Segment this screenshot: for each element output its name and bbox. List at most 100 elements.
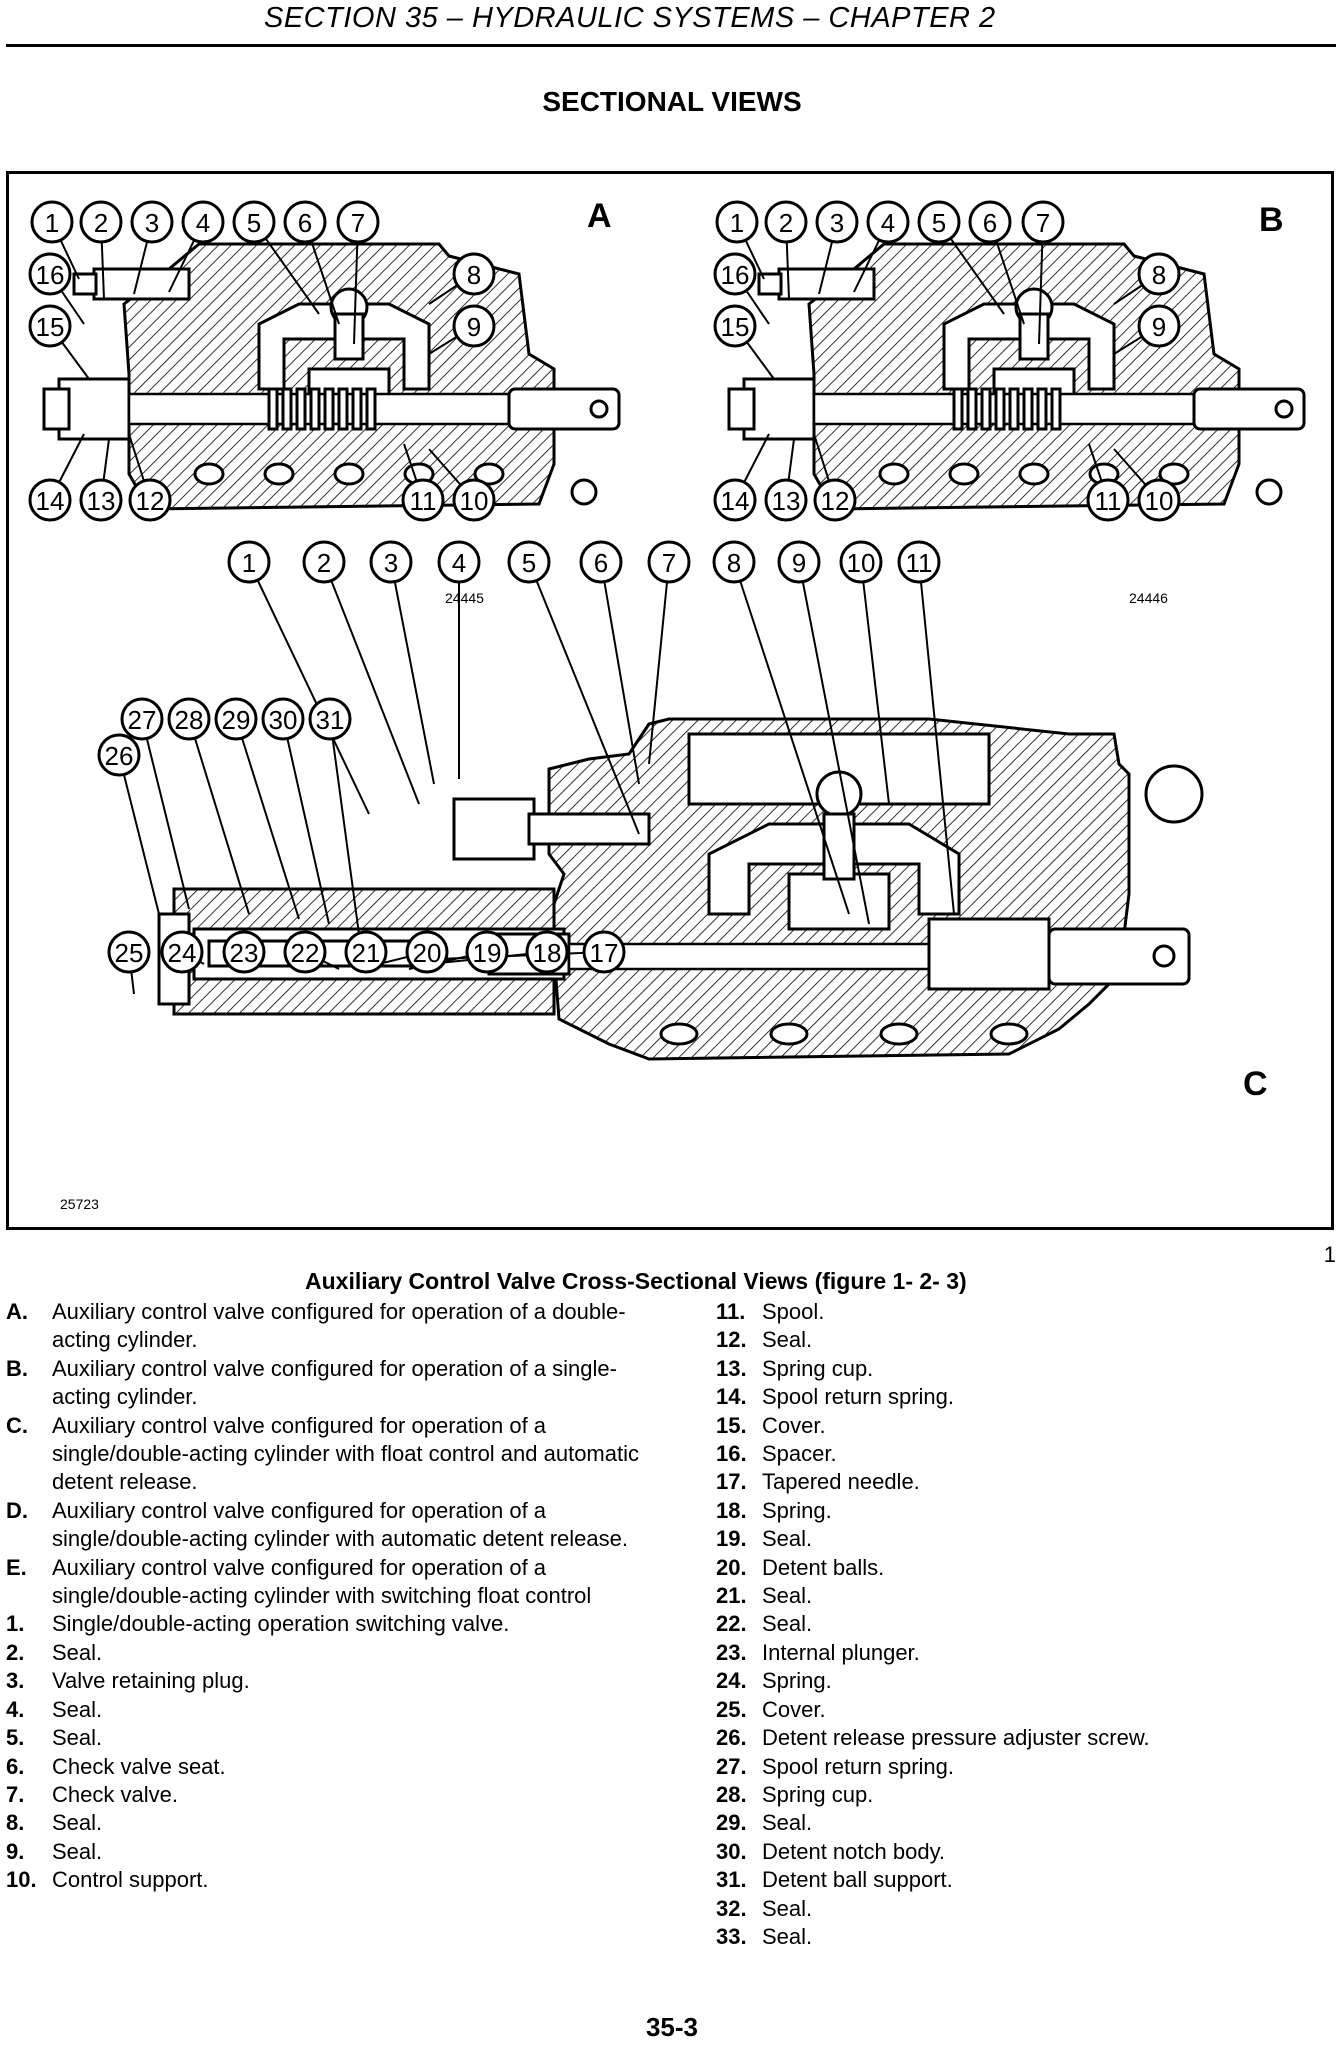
callout-label: 2 xyxy=(317,548,331,578)
callout-4: 4 xyxy=(181,200,225,244)
callout-label: 29 xyxy=(222,705,251,735)
callout-label: 11 xyxy=(1095,486,1122,516)
callout-label: 11 xyxy=(410,486,437,516)
legend-item: 9.Seal. xyxy=(6,1838,666,1866)
callout-label: 4 xyxy=(196,208,210,238)
legend-text: Tapered needle. xyxy=(762,1469,920,1495)
figure-number: 1 xyxy=(1323,1242,1336,1267)
callout-label: 12 xyxy=(136,486,165,516)
legend-text: Seal. xyxy=(52,1810,103,1836)
legend-text: Spool return spring. xyxy=(762,1384,954,1410)
plug-head xyxy=(72,272,98,296)
leader-line xyxy=(323,561,420,805)
port xyxy=(263,462,295,486)
legend-item: 22.Seal. xyxy=(716,1610,1316,1638)
callout-3: 3 xyxy=(130,200,174,244)
port-c xyxy=(659,1022,699,1046)
callout-circle xyxy=(160,930,204,974)
callout-circle xyxy=(401,478,445,522)
internal-gallery xyxy=(942,302,1116,391)
callout-c-21: 21 xyxy=(344,930,388,974)
header-title: SECTION 35 – HYDRAULIC SYSTEMS – CHAPTER… xyxy=(264,2,996,34)
callout-label: 15 xyxy=(36,312,65,342)
legend-item: 23.Internal plunger. xyxy=(716,1639,1316,1667)
leader-line xyxy=(282,718,330,925)
callout-circle xyxy=(167,697,211,741)
callout-circle xyxy=(308,697,352,741)
callout-label: 10 xyxy=(847,548,876,578)
callout-circle xyxy=(28,478,72,522)
callout-13: 13 xyxy=(764,478,808,522)
callout-circle xyxy=(866,200,910,244)
callout-label: 13 xyxy=(772,486,801,516)
callout-circle xyxy=(647,540,691,584)
control-support xyxy=(507,387,621,431)
switching-plug xyxy=(777,267,876,301)
spool-land xyxy=(295,387,307,431)
callout-label: 4 xyxy=(881,208,895,238)
callout-circle xyxy=(525,930,569,974)
callout-10: 10 xyxy=(452,478,496,522)
legend-key: D. xyxy=(6,1497,28,1523)
spool-land xyxy=(980,387,992,431)
callout-label: 6 xyxy=(983,208,997,238)
legend-text: Detent notch body. xyxy=(762,1838,946,1864)
legend-text: Single/double-acting operation switching… xyxy=(52,1611,510,1637)
legend-key: 9. xyxy=(6,1838,25,1864)
port xyxy=(948,462,980,486)
legend-item: 14.Spool return spring. xyxy=(716,1383,1316,1411)
callout-12: 12 xyxy=(128,478,172,522)
legend-key: 27. xyxy=(716,1753,747,1779)
legend-key: C. xyxy=(6,1412,28,1438)
legend-text: Check valve. xyxy=(52,1781,178,1807)
callout-circle xyxy=(1137,304,1181,348)
callout-c-4: 4 xyxy=(437,540,481,584)
callout-circle xyxy=(713,304,757,348)
callout-label: 7 xyxy=(1036,208,1050,238)
legend-item: 32.Seal. xyxy=(716,1895,1316,1923)
legend-key: 23. xyxy=(716,1639,747,1665)
callout-label: 1 xyxy=(730,208,744,238)
legend-text: Seal. xyxy=(762,1526,813,1552)
callout-14: 14 xyxy=(28,478,72,522)
callout-14: 14 xyxy=(713,478,757,522)
callout-label: 14 xyxy=(721,486,750,516)
header-rule xyxy=(6,44,1336,47)
legend-text: Spool. xyxy=(762,1299,825,1324)
callout-5: 5 xyxy=(232,200,276,244)
callout-8: 8 xyxy=(1137,252,1181,296)
callout-circle xyxy=(30,200,74,244)
callout-label: 4 xyxy=(452,548,466,578)
legend-key: 7. xyxy=(6,1781,25,1807)
legend-key: 30. xyxy=(716,1838,747,1864)
legend-key: 11. xyxy=(716,1299,746,1324)
legend-text: Seal. xyxy=(762,1327,813,1353)
legend-item: C.Auxiliary control valve configured for… xyxy=(6,1412,666,1497)
port-c xyxy=(879,1022,919,1046)
callout-c-6: 6 xyxy=(579,540,623,584)
callout-label: 6 xyxy=(298,208,312,238)
callout-circle xyxy=(507,540,551,584)
callout-9: 9 xyxy=(1137,304,1181,348)
callout-c-31: 31 xyxy=(308,697,352,741)
legend-key: 17. xyxy=(716,1469,747,1495)
mount-eye-c xyxy=(1144,764,1204,824)
callout-label: 9 xyxy=(467,312,481,342)
legend-item: 16.Spacer. xyxy=(716,1440,1316,1468)
callout-c-26: 26 xyxy=(97,733,141,777)
legend-text: Cover. xyxy=(762,1696,826,1722)
callout-circle xyxy=(79,478,123,522)
legend-text: Detent ball support. xyxy=(762,1867,953,1893)
legend-key: 2. xyxy=(6,1639,25,1665)
callout-label: 21 xyxy=(352,938,381,968)
callout-circle xyxy=(713,478,757,522)
callout-11: 11 xyxy=(401,478,445,522)
callout-1: 1 xyxy=(715,200,759,244)
legend-item: 15.Cover. xyxy=(716,1412,1316,1440)
legend-item: 6.Check valve seat. xyxy=(6,1753,666,1781)
callout-label: 28 xyxy=(175,705,204,735)
legend-text: Spring cup. xyxy=(762,1781,874,1807)
callout-16: 16 xyxy=(28,252,72,296)
legend-text: Control support. xyxy=(52,1867,209,1893)
callout-circle xyxy=(405,930,449,974)
